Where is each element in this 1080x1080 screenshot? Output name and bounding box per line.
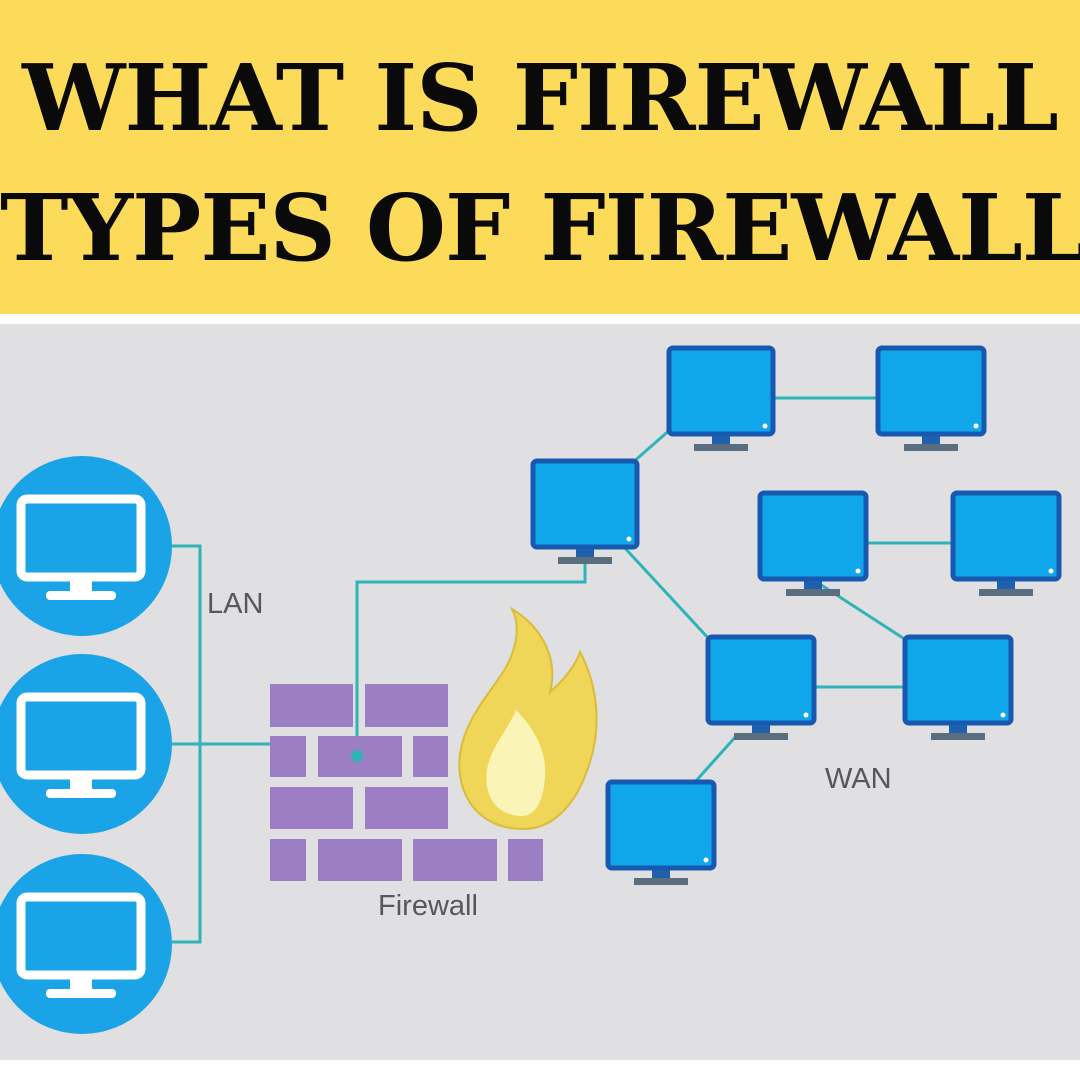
connector-line-3 [355, 556, 587, 756]
monitor-icon [530, 458, 640, 564]
wall-brick-7 [365, 787, 448, 829]
lan-computer-3 [0, 854, 172, 1034]
wall-brick-5 [413, 736, 448, 777]
wan-computer-6 [705, 634, 817, 740]
connector-line-8 [621, 544, 712, 642]
wan-nodes [530, 345, 1062, 885]
wan-computer-8 [605, 779, 717, 885]
title-banner: WHAT IS FIREWALL TYPES OF FIREWALL [0, 0, 1080, 314]
banner-separator [0, 314, 1080, 324]
firewall-wall [270, 606, 598, 881]
connector-line-4 [630, 426, 673, 466]
wan-computer-3 [875, 345, 987, 451]
wan-computer-4 [757, 490, 869, 596]
wall-brick-10 [413, 839, 497, 881]
monitor-icon [757, 490, 869, 596]
lan-computer-2 [0, 654, 172, 834]
network-diagram-canvas [0, 345, 1062, 1034]
monitor-icon [875, 345, 987, 451]
lan-label: LAN [207, 588, 264, 620]
wall-brick-2 [365, 684, 448, 727]
monitor-icon [605, 779, 717, 885]
title-line-1: WHAT IS FIREWALL [22, 44, 1059, 152]
connector-dot [351, 750, 363, 762]
wan-computer-5 [950, 490, 1062, 596]
network-diagram: LAN WAN Firewall [0, 324, 1080, 1060]
wall-brick-3 [270, 736, 306, 777]
wall-brick-8 [270, 839, 306, 881]
monitor-icon [16, 892, 146, 998]
connector-line-7 [811, 577, 907, 642]
wan-label: WAN [825, 763, 892, 795]
wall-brick-11 [508, 839, 543, 881]
firewall-label: Firewall [378, 890, 478, 922]
wan-computer-1 [530, 458, 640, 564]
monitor-icon [16, 692, 146, 798]
wan-computer-7 [902, 634, 1014, 740]
monitor-icon [705, 634, 817, 740]
wan-computer-2 [666, 345, 776, 451]
flame-icon [458, 606, 598, 831]
wall-brick-6 [270, 787, 353, 829]
lan-computer-1 [0, 456, 172, 636]
title-line-2: TYPES OF FIREWALL [0, 174, 1080, 282]
wall-brick-9 [318, 839, 402, 881]
monitor-icon [902, 634, 1014, 740]
monitor-icon [666, 345, 776, 451]
lan-nodes [0, 456, 172, 1034]
wall-brick-1 [270, 684, 353, 727]
monitor-icon [16, 494, 146, 600]
monitor-icon [950, 490, 1062, 596]
connector-line-10 [693, 732, 740, 784]
